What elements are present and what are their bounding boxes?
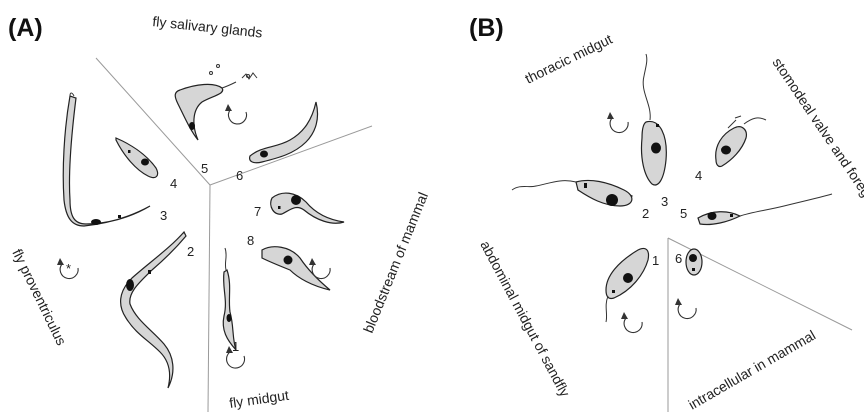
stage-number-a-8: 8: [247, 233, 254, 248]
panel-a: (A) fly salivary glands bloodstream of m…: [8, 13, 431, 412]
cell-b-6: [686, 249, 702, 275]
stage-number-b-6: 6: [675, 251, 682, 266]
cell-a-1: [223, 248, 236, 350]
cell-a-6: [250, 102, 318, 163]
cell-a-8: [262, 247, 330, 290]
asterisk-marker: *: [66, 261, 71, 276]
stage-number-a-5: 5: [201, 161, 208, 176]
panel-a-divider-3: [208, 185, 210, 412]
panel-a-divider-2: [210, 126, 372, 185]
stage-number-a-7: 7: [254, 204, 261, 219]
division-arrow-b-abdominal: [621, 312, 642, 332]
region-stomodeal-valve-and-foregut: stomodeal valve and foregut: [770, 55, 864, 210]
cell-b-5: [698, 194, 832, 225]
stage-number-a-3: 3: [160, 208, 167, 223]
stage-number-b-5: 5: [680, 206, 687, 221]
cell-b-1: [606, 248, 649, 322]
stage-number-b-4: 4: [695, 168, 702, 183]
division-arrow-a-proventriculus: *: [57, 258, 78, 278]
region-intracellular-in-mammal: intracellular in mammal: [686, 327, 819, 413]
cell-a-2: [121, 232, 186, 388]
division-arrow-a-salivary: [225, 104, 247, 124]
cell-a-4: [116, 138, 158, 178]
stage-number-a-4: 4: [170, 176, 177, 191]
stage-number-b-1: 1: [652, 253, 659, 268]
cell-a-5: [175, 65, 257, 141]
region-fly-salivary-glands: fly salivary glands: [152, 13, 264, 40]
stage-number-a-6: 6: [236, 168, 243, 183]
stage-number-a-2: 2: [187, 244, 194, 259]
region-fly-midgut: fly midgut: [228, 387, 290, 411]
panel-b-label: (B): [469, 14, 504, 42]
region-bloodstream-of-mammal: bloodstream of mammal: [360, 190, 431, 335]
panel-b: (B) thoracic midgut stomodeal valve and …: [469, 14, 864, 413]
stage-number-b-3: 3: [661, 194, 668, 209]
stage-number-b-2: 2: [642, 206, 649, 221]
cell-b-2: [512, 180, 632, 206]
division-arrow-b-intracellular: [675, 298, 696, 318]
region-abdominal-midgut-of-sandfly: abdominal midgut of sandfly: [477, 238, 573, 399]
region-thoracic-midgut: thoracic midgut: [522, 31, 614, 87]
cell-b-3: [641, 54, 666, 185]
panel-a-label: (A): [8, 14, 43, 42]
cell-a-7: [271, 193, 344, 223]
division-arrow-b-thoracic: [607, 112, 628, 132]
cell-b-4: [716, 116, 766, 167]
